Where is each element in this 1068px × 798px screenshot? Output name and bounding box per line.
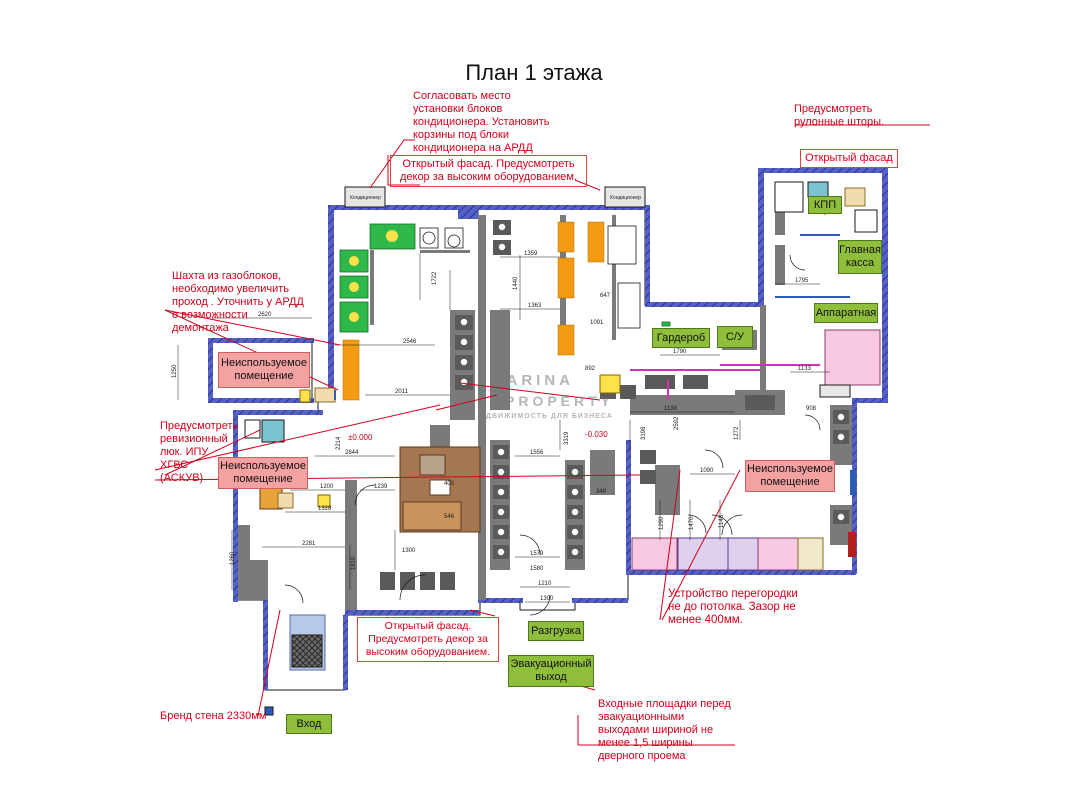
- watermark-subtitle: ДВИЖИМОСТЬ ДЛЯ БИЗНЕСА: [486, 413, 613, 420]
- dim-1810: 1810: [351, 556, 357, 570]
- dim-1210: 1210: [538, 581, 552, 587]
- room-unused-right: Неиспользуемое помещение: [745, 460, 835, 492]
- level-mark-1: ±0.000: [348, 433, 373, 442]
- exterior-walls: [208, 168, 888, 690]
- dim-2844: 2844: [345, 450, 359, 456]
- dim-1300-bottom: 1300: [540, 596, 554, 602]
- dim-1272: 1272: [734, 426, 740, 440]
- room-entrance: Вход: [286, 714, 332, 734]
- dimension-lines: [177, 253, 830, 603]
- dim-1795: 1795: [795, 278, 809, 284]
- dim-1091: 1091: [590, 320, 604, 326]
- room-unused-left: Неиспользуемое помещение: [218, 352, 310, 388]
- dim-1250: 1250: [172, 364, 178, 378]
- note-platforms: Входные площадки перед эвакуационными вы…: [598, 698, 731, 762]
- dim-647: 647: [600, 293, 611, 299]
- page-title: План 1 этажа: [465, 60, 603, 85]
- dim-1328: 1328: [318, 506, 332, 512]
- dim-3198: 3198: [641, 426, 647, 440]
- dim-2011: 2011: [395, 389, 409, 395]
- dim-1300-left: 1300: [402, 548, 416, 554]
- dim-1722: 1722: [432, 271, 438, 285]
- dim-892: 892: [585, 366, 596, 372]
- dim-1363: 1363: [528, 303, 542, 309]
- note-facade-top: Открытый фасад. Предусмотреть декор за в…: [390, 155, 587, 187]
- dimension-texts: 2620 2546 2011 2844 1200 1239 1328 2281 …: [172, 195, 817, 602]
- dim-3319: 3319: [564, 431, 570, 445]
- equipment: [244, 181, 881, 716]
- dim-908: 908: [806, 406, 817, 412]
- room-evacuation-exit: Эвакуационный выход: [508, 655, 594, 687]
- dim-1148: 1148: [719, 514, 725, 528]
- room-wc: С/У: [717, 326, 753, 348]
- condenser-label-right: Кондиционер: [610, 195, 641, 201]
- dim-2214: 2214: [336, 436, 342, 450]
- dim-1440: 1440: [513, 276, 519, 290]
- dim-546: 546: [444, 514, 455, 520]
- room-kpp: КПП: [808, 196, 842, 214]
- watermark-marina: MARINA: [490, 372, 574, 389]
- dim-1790: 1790: [673, 349, 687, 355]
- dim-1470: 1470: [689, 516, 695, 530]
- note-brand-wall: Бренд стена 2330мм: [160, 710, 267, 722]
- dim-1556: 1556: [530, 450, 544, 456]
- dim-2281: 2281: [302, 541, 316, 547]
- room-main-cash: Главная касса: [838, 240, 882, 274]
- dim-1188: 1188: [664, 406, 678, 412]
- dim-1290: 1290: [659, 516, 665, 530]
- note-facade-bottom: Открытый фасад. Предусмотреть декор за в…: [357, 617, 499, 662]
- dim-1239: 1239: [374, 484, 388, 490]
- room-unloading: Разгрузка: [528, 621, 584, 641]
- dim-2620: 2620: [258, 312, 272, 318]
- dim-348: 348: [596, 489, 607, 495]
- dim-1200: 1200: [320, 484, 334, 490]
- note-blinds: Предусмотреть рулонные шторы.: [794, 103, 885, 128]
- note-partition: Устройство перегородки не до потолка. За…: [668, 588, 798, 626]
- note-facade-right: Открытый фасад: [800, 149, 898, 168]
- dim-1579: 1579: [530, 551, 544, 557]
- room-apparatus: Аппаратная: [814, 303, 878, 323]
- dim-1133: 1133: [798, 366, 812, 372]
- room-wardrobe: Гардероб: [652, 328, 710, 348]
- dim-2546: 2546: [403, 339, 417, 345]
- dim-2592: 2592: [674, 416, 680, 430]
- dim-1090: 1090: [700, 468, 714, 474]
- note-aircon: Согласовать место установки блоков конди…: [413, 90, 550, 154]
- note-hatch: Предусмотреть ревизионный люк. ИПУ ХГВС …: [160, 420, 239, 484]
- condenser-label-left: Кондиционер: [350, 195, 381, 201]
- dim-1580: 1580: [530, 566, 544, 572]
- level-mark-2: -0.030: [585, 430, 608, 439]
- watermark-property: PROPERTY: [505, 393, 615, 409]
- dim-1359: 1359: [524, 251, 538, 257]
- dim-1260: 1260: [230, 551, 236, 565]
- dim-400: 400: [444, 481, 455, 487]
- note-shaft: Шахта из газоблоков, необходимо увеличит…: [172, 270, 304, 334]
- room-unused-middle: Неиспользуемое помещение: [218, 457, 308, 489]
